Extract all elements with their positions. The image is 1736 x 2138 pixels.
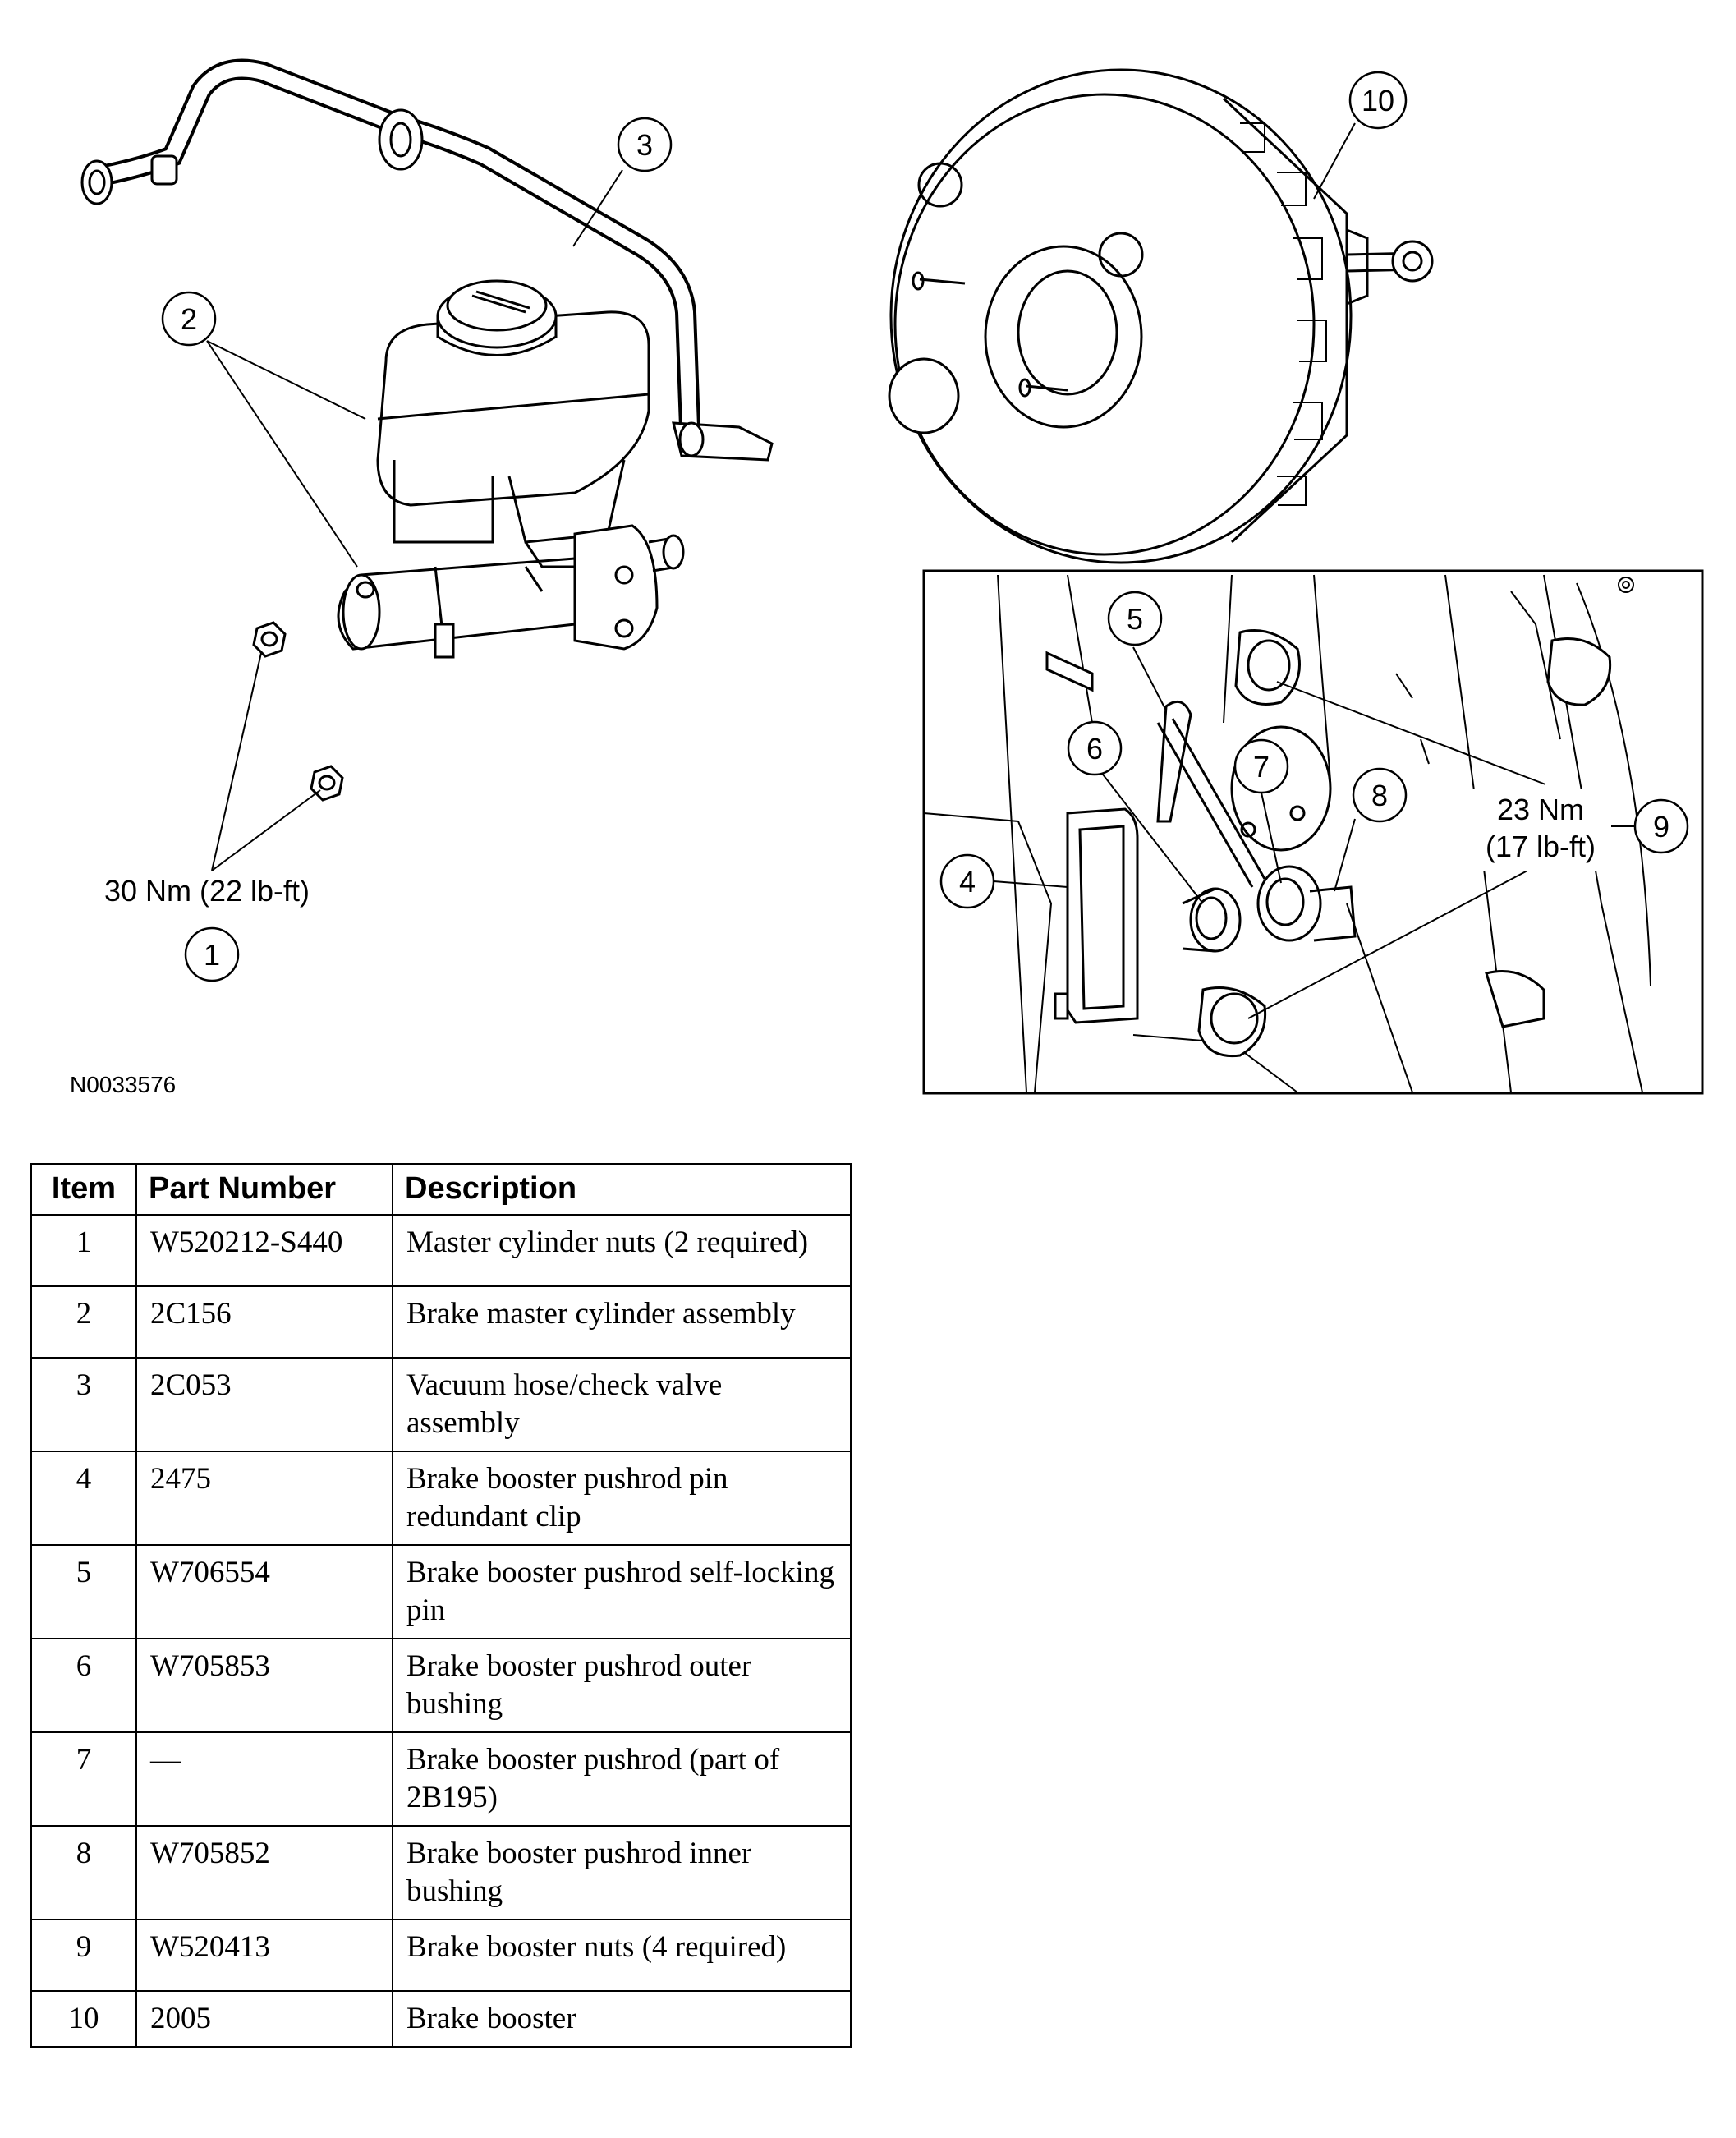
- svg-text:10: 10: [1362, 84, 1394, 117]
- table-row: 6 W705853 Brake booster pushrod outer bu…: [30, 1638, 852, 1733]
- callout-2: 2: [161, 291, 217, 347]
- cell-item: 4: [30, 1451, 137, 1546]
- table-row: 10 2005 Brake booster: [30, 1990, 852, 2048]
- callout-3: 3: [617, 117, 673, 172]
- svg-text:6: 6: [1086, 732, 1103, 766]
- cell-description: Brake booster pushrod (part of 2B195): [392, 1731, 852, 1827]
- cell-item: 7: [30, 1731, 137, 1827]
- table-row: 9 W520413 Brake booster nuts (4 required…: [30, 1919, 852, 1992]
- brake-booster-drawing: [888, 68, 1434, 564]
- cell-part-number: W520212-S440: [135, 1214, 393, 1287]
- cell-item: 3: [30, 1357, 137, 1452]
- table-row: 3 2C053 Vacuum hose/check valve assembly: [30, 1357, 852, 1452]
- svg-text:9: 9: [1653, 810, 1669, 844]
- exploded-diagram: 1 2 3 4 5 6 7 8 9 10 30 Nm (22 lb-ft) 23…: [70, 58, 1704, 1097]
- cell-item: 6: [30, 1638, 137, 1733]
- callout-6: 6: [1067, 720, 1123, 776]
- table-row: 2 2C156 Brake master cylinder assembly: [30, 1285, 852, 1359]
- cell-description: Brake booster pushrod pin redundant clip: [392, 1451, 852, 1546]
- cell-part-number: 2475: [135, 1451, 393, 1546]
- cell-description: Master cylinder nuts (2 required): [392, 1214, 852, 1287]
- callout-7: 7: [1233, 738, 1289, 794]
- parts-table: Item Part Number Description 1 W520212-S…: [30, 1163, 852, 2048]
- cell-item: 2: [30, 1285, 137, 1359]
- callout-1: 1: [184, 926, 240, 982]
- cell-item: 1: [30, 1214, 137, 1287]
- cell-part-number: —: [135, 1731, 393, 1827]
- callout-5: 5: [1107, 591, 1163, 646]
- cell-description: Vacuum hose/check valve assembly: [392, 1357, 852, 1452]
- cell-item: 5: [30, 1544, 137, 1639]
- cell-item: 10: [30, 1990, 137, 2048]
- header-part-number: Part Number: [135, 1163, 393, 1216]
- master-cylinder-nuts-drawing: [252, 621, 344, 802]
- table-row: 5 W706554 Brake booster pushrod self-loc…: [30, 1544, 852, 1639]
- cell-description: Brake booster pushrod self-locking pin: [392, 1544, 852, 1639]
- svg-text:2: 2: [181, 302, 197, 336]
- cell-item: 9: [30, 1919, 137, 1992]
- cell-part-number: 2C053: [135, 1357, 393, 1452]
- torque-booster-nuts-line2: (17 lb-ft): [1486, 830, 1596, 863]
- cell-part-number: W706554: [135, 1544, 393, 1639]
- torque-booster-nuts-line1: 23 Nm: [1497, 793, 1584, 826]
- table-header-row: Item Part Number Description: [30, 1163, 852, 1216]
- cell-part-number: W705852: [135, 1825, 393, 1920]
- figure-id: N0033576: [70, 1072, 176, 1097]
- svg-text:4: 4: [959, 865, 976, 899]
- cell-description: Brake booster pushrod outer bushing: [392, 1638, 852, 1733]
- cell-item: 8: [30, 1825, 137, 1920]
- cell-part-number: 2005: [135, 1990, 393, 2048]
- cell-part-number: W705853: [135, 1638, 393, 1733]
- table-row: 7 — Brake booster pushrod (part of 2B195…: [30, 1731, 852, 1827]
- torque-master-cylinder-nuts: 30 Nm (22 lb-ft): [104, 874, 310, 908]
- table-row: 8 W705852 Brake booster pushrod inner bu…: [30, 1825, 852, 1920]
- vacuum-hose-drawing: [80, 58, 774, 462]
- callout-4: 4: [939, 853, 995, 909]
- header-item: Item: [30, 1163, 137, 1216]
- svg-text:8: 8: [1371, 779, 1388, 812]
- leader-lines: [206, 122, 1634, 1019]
- cell-description: Brake booster nuts (4 required): [392, 1919, 852, 1992]
- callout-10: 10: [1348, 71, 1408, 130]
- cell-description: Brake master cylinder assembly: [392, 1285, 852, 1359]
- header-description: Description: [392, 1163, 852, 1216]
- master-cylinder-drawing: [337, 279, 685, 659]
- table-row: 1 W520212-S440 Master cylinder nuts (2 r…: [30, 1214, 852, 1287]
- table-row: 4 2475 Brake booster pushrod pin redunda…: [30, 1451, 852, 1546]
- cell-part-number: W520413: [135, 1919, 393, 1992]
- svg-text:1: 1: [204, 938, 220, 972]
- svg-text:3: 3: [636, 128, 653, 162]
- cell-part-number: 2C156: [135, 1285, 393, 1359]
- svg-text:7: 7: [1253, 750, 1270, 784]
- callout-9: 9: [1633, 798, 1689, 854]
- callout-8: 8: [1352, 767, 1408, 823]
- cell-description: Brake booster pushrod inner bushing: [392, 1825, 852, 1920]
- cell-description: Brake booster: [392, 1990, 852, 2048]
- svg-text:5: 5: [1127, 602, 1143, 636]
